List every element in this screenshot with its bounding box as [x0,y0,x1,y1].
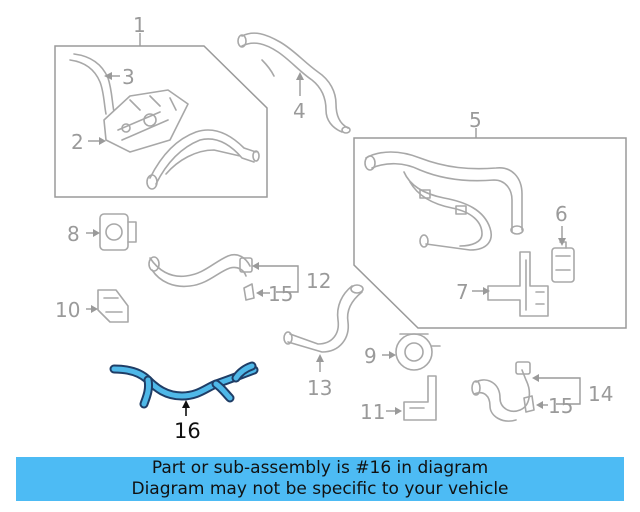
callout-16: 16 [174,419,201,443]
callout-1: 1 [133,13,146,37]
part-4-group: 4 [237,32,351,134]
part-13-hose [287,285,363,353]
part-10-group: 10 [55,289,129,323]
callout-4: 4 [293,99,306,123]
part-10-bracket [97,289,129,323]
part-11-group: 11 [360,375,437,424]
callout-13: 13 [307,376,332,400]
part-11-bracket [403,375,437,421]
part-5-hoses [365,151,523,251]
banner-line-1: Part or sub-assembly is #16 in diagram [151,458,489,478]
callout-10: 10 [55,298,80,322]
callout-3: 3 [122,65,135,89]
leader-12 [258,265,299,293]
part-12-hose [149,253,251,288]
part-16-highlighted-hose[interactable] [109,361,259,409]
callout-8: 8 [67,222,80,246]
callout-2: 2 [71,130,84,154]
part-14-hose [473,369,531,422]
panel-group-1: 1 3 2 [54,13,268,198]
callout-9: 9 [364,344,377,368]
part-8-valve [99,213,137,251]
callout-5: 5 [469,108,482,132]
part-8-group: 8 [67,213,137,251]
part-6-pump [551,241,575,283]
panel-group-5: 5 6 7 [353,108,627,329]
part-2-bracket [103,89,189,153]
part-14-group: 14 15 [471,361,613,422]
part-13-group: 13 [283,284,364,400]
callout-11: 11 [360,400,385,424]
info-banner: Part or sub-assembly is #16 in diagram D… [16,457,624,501]
part-3-hose [69,59,107,115]
part-7-bracket [487,251,549,317]
callout-7: 7 [456,280,469,304]
leader-14 [538,377,581,405]
callout-14: 14 [588,382,613,406]
part-12-group: 12 15 [148,253,331,306]
part-1-hoses [149,129,257,185]
part-4-hose [241,32,349,133]
callout-6: 6 [555,202,568,226]
part-9-pump [395,333,441,371]
callout-15a: 15 [268,282,293,306]
part-15-clamp-a [243,283,255,301]
part-15-clamp-b [523,395,535,413]
banner-line-2: Diagram may not be specific to your vehi… [131,479,509,499]
callout-15b: 15 [548,394,573,418]
part-9-group: 9 [364,333,441,371]
callout-12: 12 [306,269,331,293]
